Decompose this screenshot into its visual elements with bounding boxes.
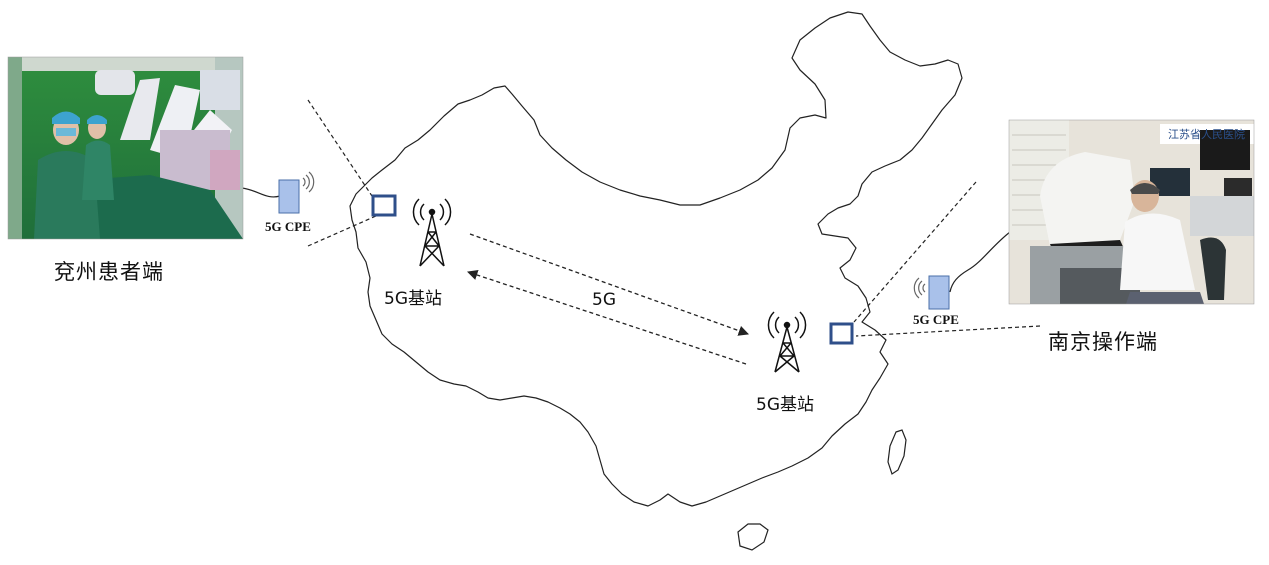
base-station-right-icon — [767, 311, 807, 373]
base-station-left-label: 5G基站 — [384, 289, 442, 309]
pointer-line-left-upper — [307, 99, 373, 197]
cpe-cable-left — [241, 187, 281, 198]
cpe-left-label: 5G CPE — [265, 219, 311, 234]
cpe-device-right — [913, 231, 1011, 310]
china-mainland-outline — [349, 11, 963, 507]
pointer-line-right-lower — [855, 325, 1041, 337]
china-map — [349, 11, 963, 551]
link-arrow-to-right — [469, 233, 749, 336]
pointer-line-right-upper — [853, 181, 977, 323]
hainan-island-outline — [737, 523, 769, 551]
patient-site-label: 兗州患者端 — [54, 260, 164, 284]
cpe-right-label: 5G CPE — [913, 312, 959, 327]
location-marker-kunming — [371, 194, 397, 217]
operator-site-photo: 江苏省人民医院 — [1008, 119, 1255, 305]
taiwan-island-outline — [887, 429, 907, 475]
cpe-cable-right — [949, 231, 1011, 293]
pointer-line-left-lower — [307, 215, 377, 247]
cpe-body-left — [278, 179, 300, 214]
base-station-left-icon — [412, 198, 452, 267]
patient-site-photo — [7, 56, 244, 240]
signal-waves-right-icon — [913, 277, 926, 299]
link-label-5g: 5G — [592, 290, 616, 310]
cpe-body-right — [928, 275, 950, 310]
signal-waves-left-icon — [302, 171, 315, 193]
cpe-device-left — [241, 171, 315, 214]
base-station-right-label: 5G基站 — [756, 395, 814, 415]
location-marker-nanjing — [829, 322, 854, 345]
hospital-sign-text: 江苏省人民医院 — [1168, 127, 1245, 141]
operator-site-label: 南京操作端 — [1048, 330, 1158, 354]
